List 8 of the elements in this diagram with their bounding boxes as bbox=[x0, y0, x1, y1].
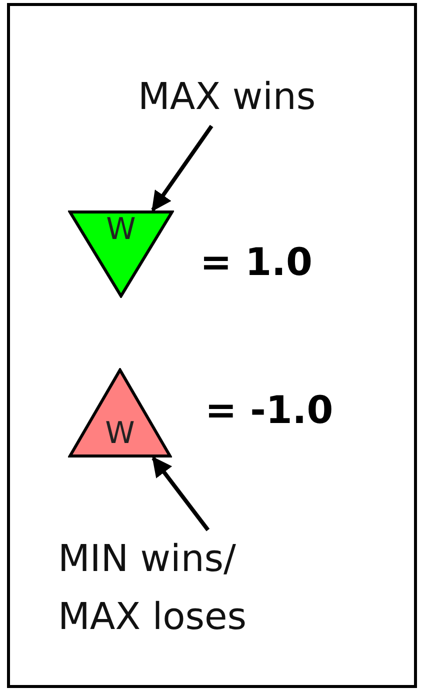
node-letter: W bbox=[105, 214, 137, 246]
caption-text: MIN wins/ MAX loses bbox=[58, 530, 308, 648]
arrow bbox=[151, 124, 214, 212]
value-label: = -1.0 bbox=[205, 388, 334, 432]
node-letter: W bbox=[104, 418, 136, 450]
arrow bbox=[152, 456, 210, 532]
value-label: = 1.0 bbox=[200, 240, 312, 284]
caption-text: MAX wins bbox=[138, 68, 368, 126]
